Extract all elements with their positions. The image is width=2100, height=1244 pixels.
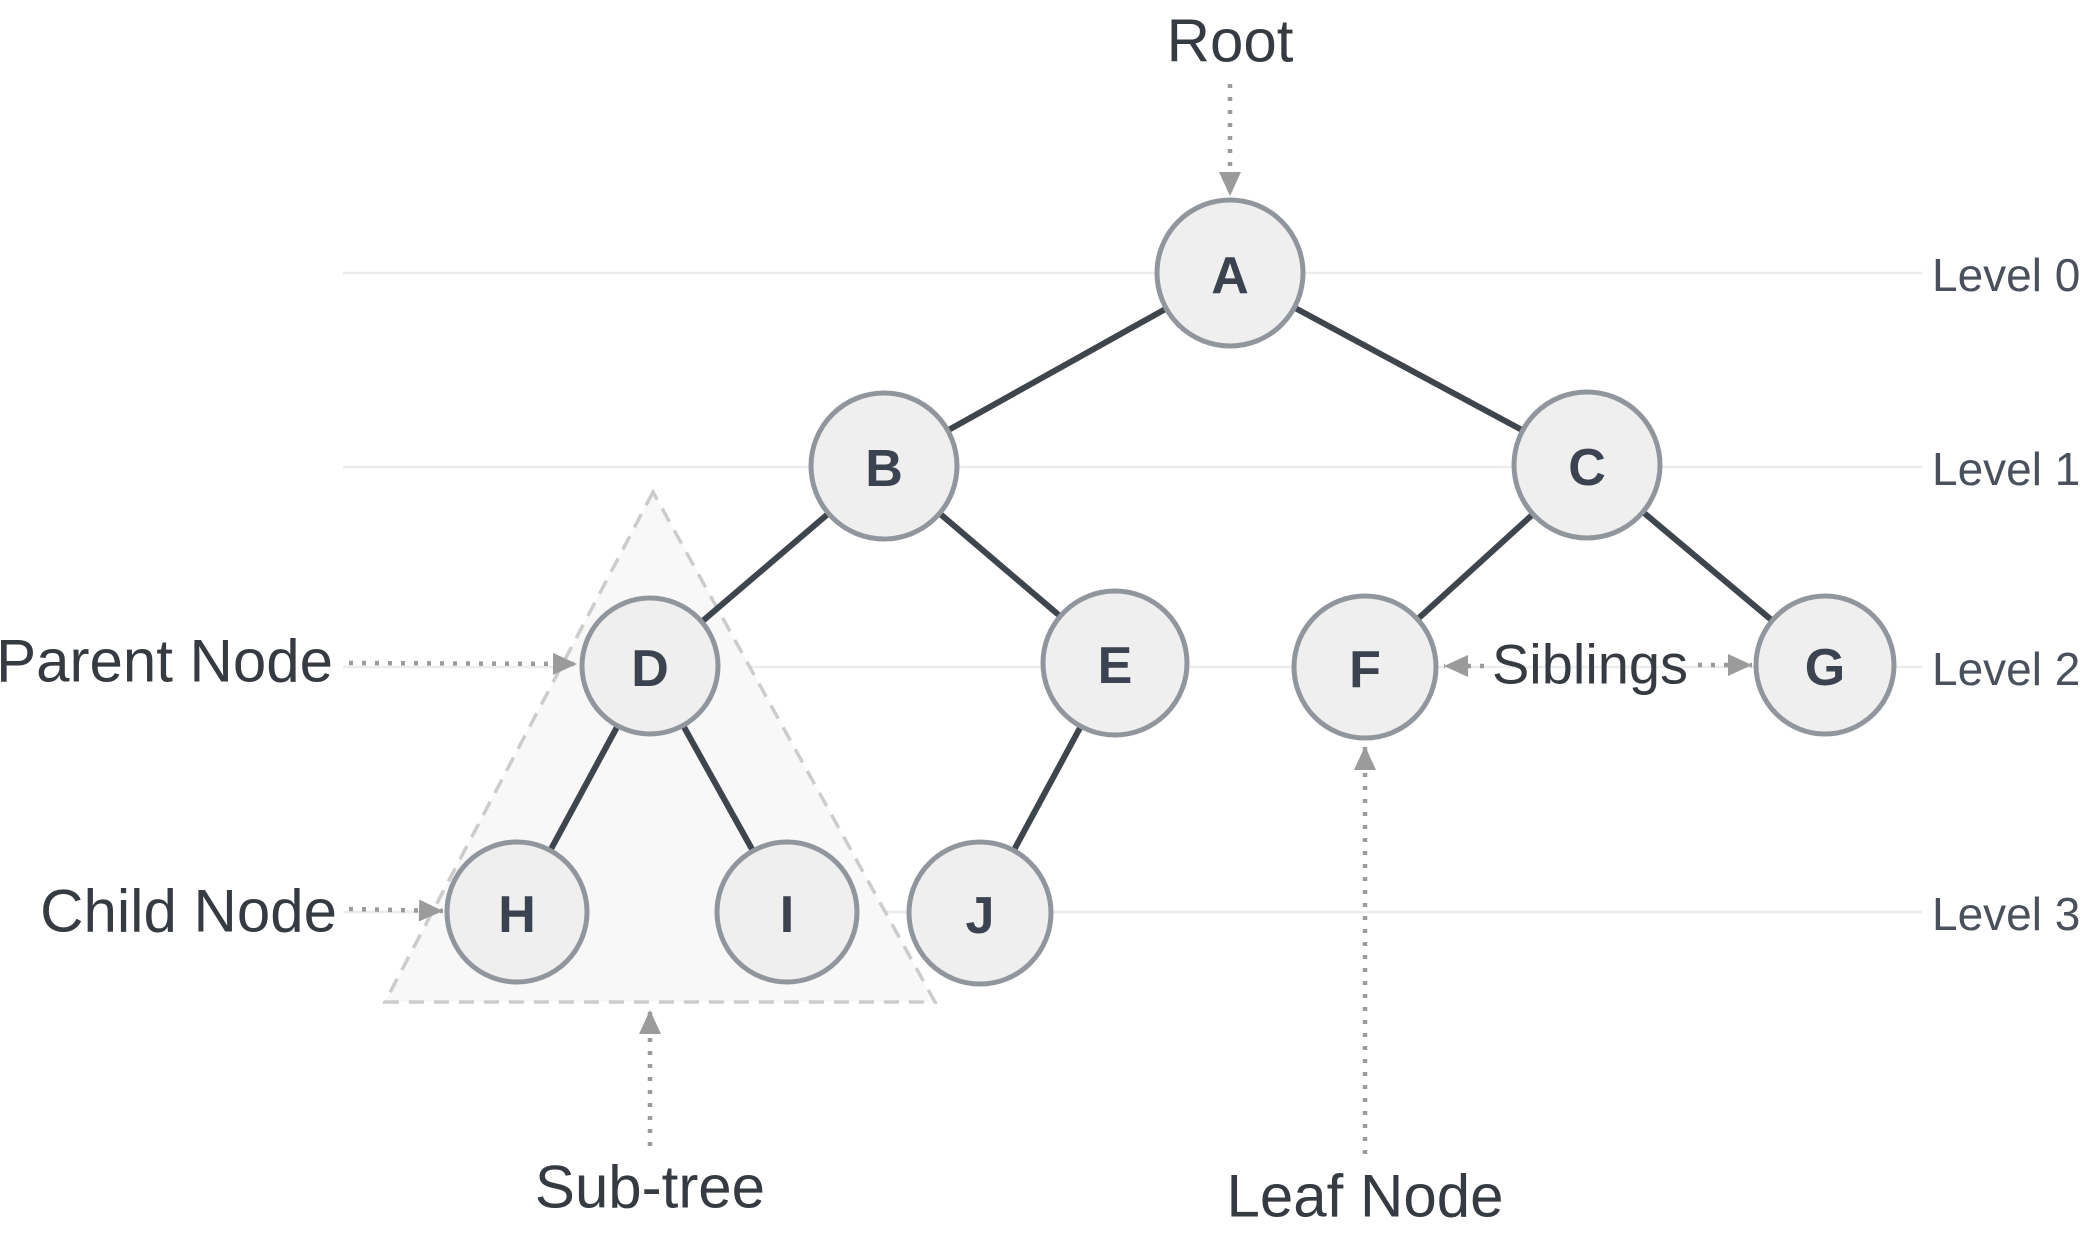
- node-circle-J: [906, 839, 1054, 987]
- node-letter-D: D: [631, 640, 669, 698]
- level-label-3: Level 3: [1932, 888, 2080, 940]
- node-letter-G: G: [1805, 639, 1845, 697]
- tree-node-I: I: [714, 839, 860, 985]
- tree-node-A: A: [1154, 197, 1306, 349]
- node-circle-A: [1154, 197, 1306, 349]
- node-letter-H: H: [498, 886, 536, 944]
- node-letter-A: A: [1211, 247, 1249, 305]
- tree-node-C: C: [1511, 389, 1663, 541]
- tree-node-J: J: [906, 839, 1054, 987]
- level-label-pad-1: [1922, 434, 2100, 500]
- level-label-pad-3: [1922, 879, 2100, 945]
- node-letter-C: C: [1568, 439, 1606, 497]
- parent-node-arrow: [348, 652, 578, 675]
- node-circle-H: [444, 839, 590, 985]
- node-circle-D: [579, 595, 721, 737]
- tree-node-E: E: [1040, 588, 1190, 738]
- tree-node-B: B: [808, 390, 960, 542]
- tree-node-H: H: [444, 839, 590, 985]
- node-letter-J: J: [966, 887, 995, 945]
- level-label-pad-0: [1922, 240, 2100, 306]
- level-label-2: Level 2: [1932, 643, 2080, 695]
- level-label-0: Level 0: [1932, 249, 2080, 301]
- sub-tree-label: Sub-tree: [535, 1154, 765, 1221]
- node-letter-B: B: [865, 440, 903, 498]
- node-circle-I: [714, 839, 860, 985]
- leaf-node-label: Leaf Node: [1227, 1163, 1504, 1230]
- node-letter-I: I: [780, 886, 794, 944]
- tree-node-F: F: [1291, 593, 1439, 741]
- child-node-arrow: [348, 899, 444, 922]
- tree-node-G: G: [1753, 593, 1897, 737]
- node-letter-F: F: [1349, 641, 1381, 699]
- node-circle-F: [1291, 593, 1439, 741]
- siblings-label: Siblings: [1492, 633, 1688, 696]
- level-label-1: Level 1: [1932, 443, 2080, 495]
- root-label: Root: [1167, 8, 1294, 75]
- node-letter-E: E: [1098, 637, 1133, 695]
- parent-node-label: Parent Node: [0, 628, 333, 695]
- node-circle-C: [1511, 389, 1663, 541]
- node-circle-G: [1753, 593, 1897, 737]
- level-label-pad-2: [1922, 634, 2100, 700]
- child-node-label: Child Node: [40, 878, 337, 945]
- node-circle-E: [1040, 588, 1190, 738]
- node-circle-B: [808, 390, 960, 542]
- tree-node-D: D: [579, 595, 721, 737]
